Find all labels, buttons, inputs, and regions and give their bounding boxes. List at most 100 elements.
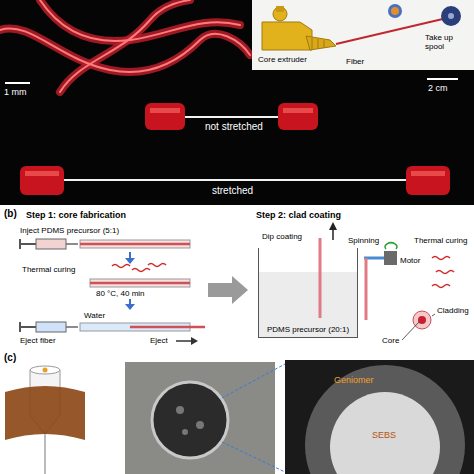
- fiber-end-photo: [125, 362, 275, 474]
- text-label: Eject fiber: [20, 336, 56, 345]
- cross-section: [413, 311, 431, 329]
- clamp: [20, 103, 450, 195]
- text-label: Thermal curing: [22, 265, 75, 274]
- text-label: Water: [84, 311, 105, 320]
- heat-waves: [148, 264, 166, 267]
- text-label: (c): [4, 352, 16, 364]
- text-label: stretched: [212, 185, 253, 197]
- glowing-fiber: [0, 0, 250, 92]
- glowing-fiber: [0, 28, 250, 72]
- clamp: [20, 166, 64, 195]
- fiber-end-photo: [152, 382, 228, 458]
- clamp: [25, 171, 59, 176]
- micrograph: [285, 360, 474, 474]
- text-label: Inject PDMS precursor (5:1): [20, 226, 119, 235]
- glowing-fiber: [60, 0, 190, 92]
- text-label: 80 °C, 40 min: [96, 289, 145, 298]
- extruder-inset: [318, 39, 319, 49]
- water-syringe: [66, 326, 78, 328]
- text-label: SEBS: [372, 430, 396, 440]
- spin-motor: [364, 243, 397, 320]
- clamp: [411, 171, 445, 176]
- syringe: [80, 243, 190, 246]
- beaker: PDMS precursor (20:1): [258, 248, 358, 338]
- text-label: Spinning: [348, 236, 379, 245]
- device-sketch: [44, 430, 46, 474]
- photo-background: [0, 0, 474, 205]
- syringe: [36, 239, 66, 249]
- text-label: Fiber: [346, 57, 364, 66]
- text-label: Step 1: core fabrication: [26, 210, 126, 220]
- fiber-end-photo: [182, 429, 188, 435]
- mould-tube: [90, 282, 190, 285]
- syringe: [66, 243, 78, 245]
- node-text: PDMS precursor (20:1): [267, 325, 349, 337]
- clamp: [60, 179, 410, 181]
- spin-motor: [384, 251, 397, 265]
- clamp: [278, 103, 318, 130]
- text-label: Core extruder: [258, 55, 307, 64]
- device-sketch: [43, 368, 48, 373]
- text-label: Dip coating: [262, 232, 302, 241]
- water-syringe: [19, 322, 21, 332]
- clamp: [150, 108, 180, 113]
- extruder-inset: [252, 0, 474, 70]
- scale-bar: [5, 79, 458, 83]
- extruder-inset: [391, 7, 399, 15]
- heat-waves: [132, 269, 150, 272]
- text-label: Cladding: [437, 306, 469, 315]
- scale-bar: [5, 82, 30, 84]
- water-syringe: [191, 337, 198, 345]
- device-sketch: [5, 366, 85, 474]
- extruder-inset: [276, 6, 284, 12]
- cross-section: [402, 322, 419, 340]
- dip-fiber: [319, 238, 322, 318]
- text-label: (b): [4, 208, 17, 220]
- dip-fiber: [329, 222, 337, 230]
- spin-motor: [365, 258, 368, 320]
- beaker-liquid: [259, 272, 357, 337]
- step-arrow: [208, 276, 248, 304]
- text-label: 2 cm: [428, 83, 448, 93]
- fiber-end-photo: [196, 421, 204, 429]
- extruder-inset: [252, 0, 474, 70]
- heat-waves: [432, 257, 450, 260]
- text-label: Take up spool: [425, 33, 465, 51]
- extruder-inset: [441, 6, 461, 26]
- syringe: [20, 243, 36, 245]
- mould-tube: [90, 279, 190, 287]
- photo-background: [0, 0, 474, 205]
- clamp: [283, 108, 313, 113]
- text-label: Step 2: clad coating: [256, 210, 341, 220]
- extruder-inset: [273, 7, 287, 21]
- fiber-end-photo: [176, 406, 184, 414]
- heat-waves: [112, 265, 130, 268]
- text-label: 1 mm: [4, 87, 27, 97]
- heat-waves: [432, 285, 450, 288]
- clamp: [145, 103, 185, 130]
- spin-motor: [385, 243, 397, 249]
- cross-section: [418, 316, 426, 324]
- text-label: Eject: [150, 336, 168, 345]
- dip-fiber: [320, 222, 337, 318]
- step-arrow: [208, 276, 248, 304]
- extruder-inset: [448, 13, 454, 19]
- device-sketch: [5, 386, 85, 440]
- glowing-fiber: [60, 0, 190, 92]
- fiber-end-photo: [125, 362, 275, 474]
- device-sketch: [30, 366, 60, 374]
- text-label: Core: [382, 336, 399, 345]
- water-syringe: [20, 322, 205, 345]
- micrograph: [305, 365, 465, 474]
- text-label: Geniomer: [334, 375, 374, 385]
- extruder-inset: [312, 38, 313, 49]
- zoom-line: [222, 364, 285, 398]
- syringe: [20, 239, 190, 249]
- flow-arrow: [125, 258, 135, 264]
- text-label: not stretched: [205, 121, 263, 133]
- water-syringe: [36, 322, 66, 332]
- cross-section: [432, 314, 435, 316]
- zoom-line: [222, 364, 285, 472]
